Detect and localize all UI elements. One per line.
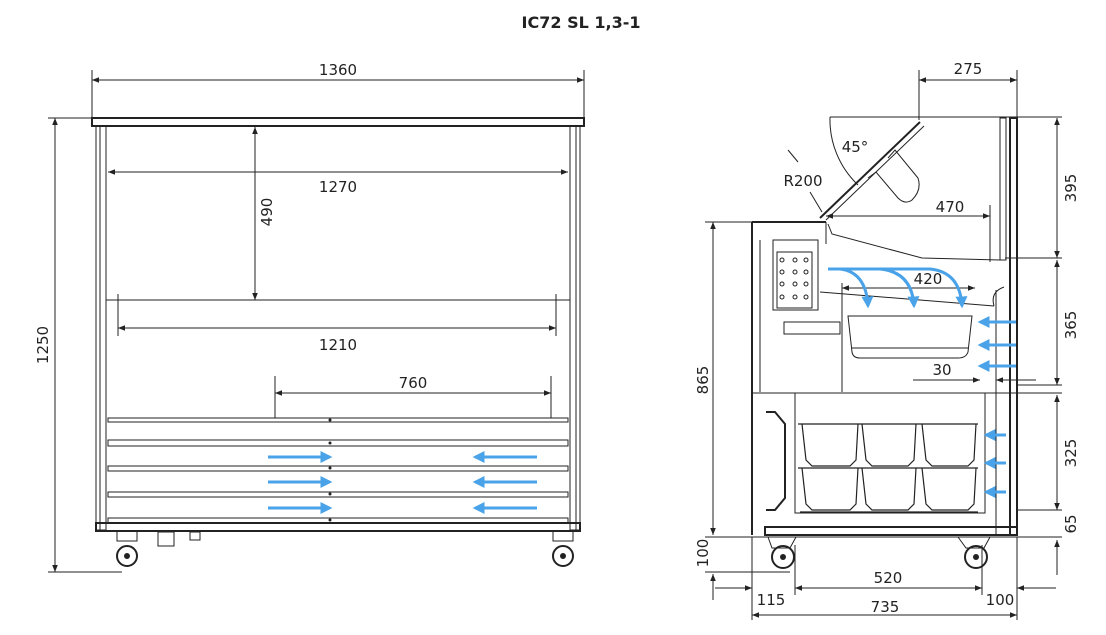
base-frame xyxy=(764,526,1018,536)
dim-top-depth: 275 xyxy=(954,60,983,78)
dim-front-offset: 115 xyxy=(757,591,786,609)
front-wheels xyxy=(116,530,574,567)
air-deflector xyxy=(827,223,1001,261)
dim-height-glass: 395 xyxy=(1062,174,1080,203)
dim-leg-height: 100 xyxy=(694,539,712,568)
side-wheels xyxy=(767,536,991,569)
dim-width-inner: 1270 xyxy=(319,178,357,196)
glass-panel xyxy=(819,121,921,219)
airflow-arrows-side-upper xyxy=(828,267,1016,372)
dim-pan-depth: 420 xyxy=(914,270,943,288)
dim-wheel-base: 520 xyxy=(874,569,903,587)
dim-height-lower: 325 xyxy=(1062,439,1080,468)
glass-handle xyxy=(867,149,920,203)
lower-door xyxy=(766,411,786,511)
dim-shelf-width: 1210 xyxy=(319,336,357,354)
lower-compartment xyxy=(794,392,986,514)
angle-arc xyxy=(829,116,859,186)
dim-opening-width: 760 xyxy=(399,374,428,392)
baskets xyxy=(798,423,978,513)
side-view: 275 45° R200 470 xyxy=(694,60,1080,620)
dim-gap: 30 xyxy=(932,361,951,379)
dim-glass-angle: 45° xyxy=(842,138,869,156)
dim-height-counter: 865 xyxy=(694,366,712,395)
gastronorm-pan xyxy=(847,315,973,359)
dim-width-overall: 1360 xyxy=(319,61,357,79)
airflow-arrows-side-lower xyxy=(983,429,1006,498)
front-view: 1360 1270 490 1210 760 xyxy=(34,61,585,573)
dim-radius: R200 xyxy=(783,172,822,190)
dim-base-height: 65 xyxy=(1062,514,1080,533)
dim-glass-depth: 470 xyxy=(936,198,965,216)
countertop xyxy=(91,117,585,127)
dim-depth-overall: 735 xyxy=(871,598,900,616)
drawing-title: IC72 SL 1,3-1 xyxy=(522,13,641,32)
lower-panels xyxy=(95,417,581,532)
dim-height-upper: 365 xyxy=(1062,311,1080,340)
dim-rear-offset: 100 xyxy=(986,591,1015,609)
dim-height-overall: 1250 xyxy=(34,326,52,364)
dim-shelf-height: 490 xyxy=(258,198,276,227)
airflow-arrows-front xyxy=(268,451,537,514)
evaporator xyxy=(759,239,841,392)
